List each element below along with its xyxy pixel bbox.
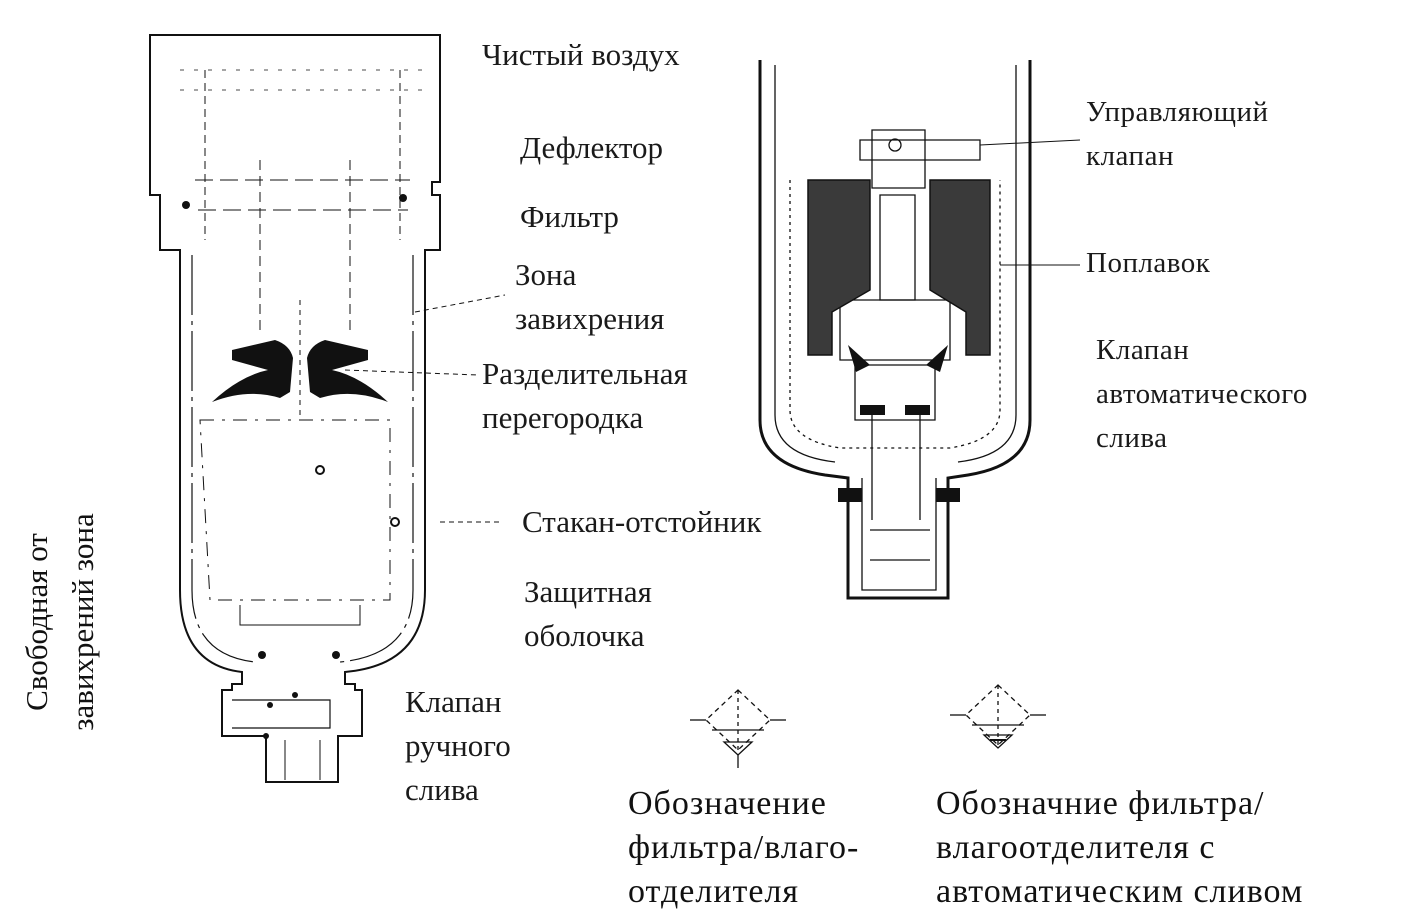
- filter-symbol-plain: [690, 689, 786, 768]
- symbol2-caption-2: влагоотделителя с: [936, 829, 1216, 866]
- label-manual-drain-3: слива: [405, 772, 479, 807]
- label-bowl: Стакан-отстойник: [522, 504, 762, 539]
- label-quiet-zone-2: завихрений зона: [65, 513, 100, 731]
- separator-baffle: [212, 340, 293, 402]
- label-swirl-zone-2: завихрения: [515, 301, 665, 336]
- label-guard-1: Защитная: [524, 574, 652, 609]
- label-auto-drain-2: автоматического: [1096, 378, 1308, 410]
- label-filter: Фильтр: [520, 199, 619, 234]
- right-bowl-outer: [758, 60, 1032, 600]
- float-left: [807, 179, 871, 356]
- label-pilot-valve-1: Управляющий: [1086, 96, 1269, 128]
- left-inner-wall: [191, 255, 256, 663]
- symbol1-caption-1: Обозначение: [628, 785, 827, 822]
- label-guard-2: оболочка: [524, 618, 645, 653]
- label-manual-drain-1: Клапан: [405, 684, 502, 719]
- float-right: [929, 179, 991, 356]
- symbol1-caption-3: отделителя: [628, 873, 800, 910]
- label-swirl-zone-1: Зона: [515, 257, 577, 292]
- label-separator-1: Разделительная: [482, 356, 688, 391]
- label-separator-2: перегородка: [482, 400, 644, 435]
- label-clean-air: Чистый воздух: [482, 37, 680, 72]
- left-filter-body: [149, 34, 441, 783]
- label-float: Поплавок: [1086, 247, 1211, 279]
- label-quiet-zone-1: Свободная от: [19, 533, 54, 711]
- label-manual-drain-2: ручного: [405, 728, 511, 763]
- symbol2-caption-3: автоматическим сливом: [936, 873, 1304, 910]
- label-quiet-zone: Свободная от завихрений зона: [14, 472, 154, 772]
- label-pilot-valve-2: клапан: [1086, 140, 1174, 172]
- filter-symbol-auto: [950, 684, 1046, 749]
- label-deflector: Дефлектор: [520, 130, 663, 165]
- label-auto-drain-3: слива: [1096, 422, 1168, 454]
- label-auto-drain-1: Клапан: [1096, 334, 1190, 366]
- symbol1-caption-2: фильтра/влаго-: [628, 829, 860, 866]
- symbol2-caption-1: Обозначние фильтра/: [936, 785, 1265, 822]
